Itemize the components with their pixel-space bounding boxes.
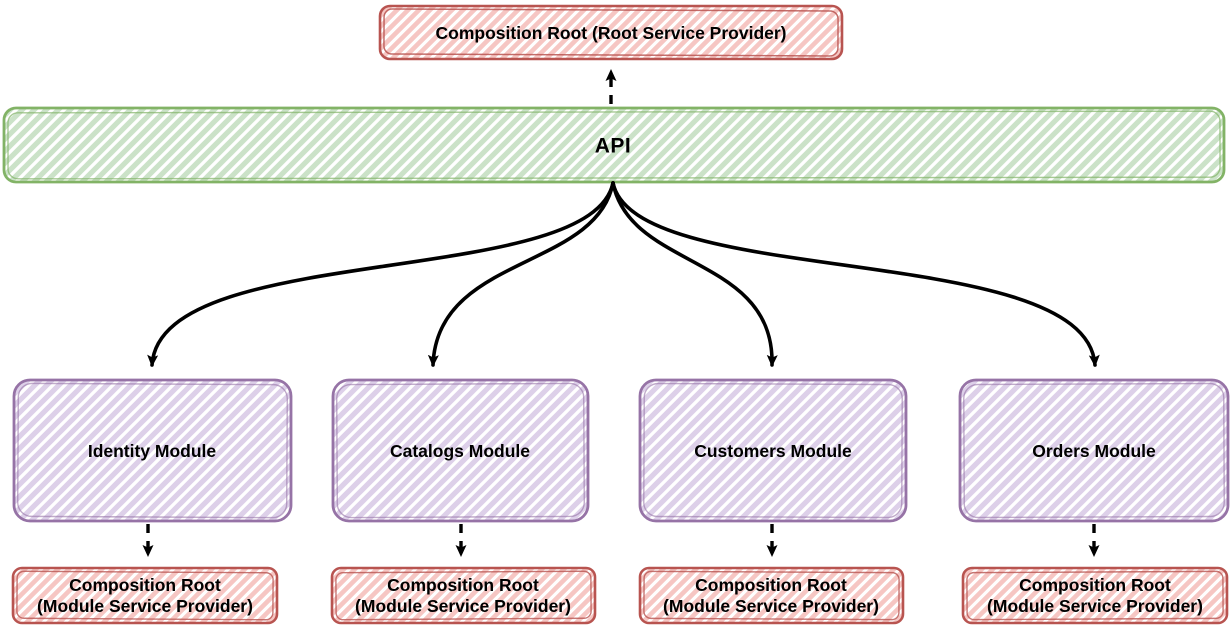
orders-module-box-sketch-echo [963, 382, 1225, 519]
identity-module-box: Identity Module [12, 378, 293, 523]
identity-module-box-outline [12, 378, 293, 523]
customers-module-box-outline [638, 378, 908, 523]
identity-composition-root-outline [11, 566, 279, 625]
api-label: API [595, 135, 632, 158]
identity-module-box-sketch-echo [17, 382, 288, 519]
customers-composition-root-outline [638, 566, 905, 625]
root-service-provider-box: Composition Root (Root Service Provider) [378, 4, 844, 61]
orders-composition-root-box: Composition Root (Module Service Provide… [961, 566, 1229, 625]
identity-composition-root-sketch-echo [16, 570, 274, 621]
root-service-provider-box-outline [378, 4, 844, 61]
identity-composition-root-label-line1: Composition Root [69, 575, 221, 595]
api-to-identity-arrow [147, 181, 615, 367]
orders-module-box: Orders Module [958, 378, 1230, 523]
customers-composition-root-box: Composition Root (Module Service Provide… [638, 566, 905, 625]
module-root-arrows [142, 524, 1100, 557]
catalogs-module-box-outline [331, 378, 590, 523]
api-to-orders-arrow [611, 181, 1100, 367]
customers-composition-root-label-line2: (Module Service Provider) [663, 596, 879, 616]
orders-composition-root-label-line1: Composition Root [1019, 575, 1171, 595]
identity-composition-root-label-line2: (Module Service Provider) [37, 596, 253, 616]
api-fanout-arrows [147, 181, 1100, 367]
catalogs-composition-root-label-line1: Composition Root [387, 575, 539, 595]
customers-module-box: Customers Module [638, 378, 908, 523]
customers-module-box-sketch-echo [643, 382, 903, 519]
identity-composition-root-box: Composition Root (Module Service Provide… [11, 566, 279, 625]
orders-module-label: Orders Module [1032, 441, 1156, 461]
customers-composition-root-sketch-echo [643, 570, 900, 621]
orders-module-box-outline [958, 378, 1230, 523]
root-service-provider-box-sketch-echo [383, 8, 839, 57]
catalogs-module-box-sketch-echo [336, 382, 585, 519]
identity-module-label: Identity Module [88, 441, 217, 461]
orders-composition-root-sketch-echo [966, 570, 1224, 621]
catalogs-module-box: Catalogs Module [331, 378, 590, 523]
catalogs-composition-root-box: Composition Root (Module Service Provide… [330, 566, 597, 625]
api-box-sketch-echo [7, 110, 1221, 180]
orders-composition-root-outline [961, 566, 1229, 625]
api-to-catalogs-arrow [427, 181, 615, 367]
orders-composition-root-label-line2: (Module Service Provider) [987, 596, 1203, 616]
customers-composition-root-label-line1: Composition Root [695, 575, 847, 595]
catalogs-composition-root-sketch-echo [335, 570, 592, 621]
catalogs-composition-root-label-line2: (Module Service Provider) [355, 596, 571, 616]
catalogs-module-label: Catalogs Module [390, 441, 530, 461]
catalogs-composition-root-outline [330, 566, 597, 625]
root-service-provider-label: Composition Root (Root Service Provider) [436, 23, 787, 43]
api-to-customers-arrow [611, 181, 778, 367]
api-box: API [2, 106, 1226, 184]
customers-module-label: Customers Module [694, 441, 852, 461]
